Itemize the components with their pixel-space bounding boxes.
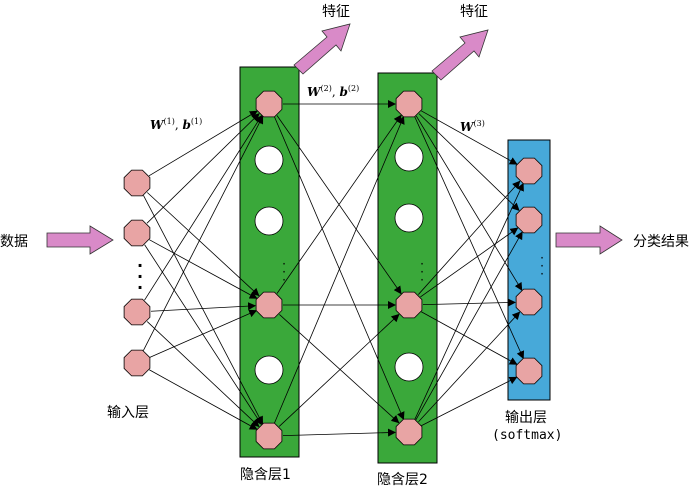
connection-line <box>422 298 517 307</box>
hidden1-active-neuron <box>255 422 283 450</box>
hidden1-ellipsis: · <box>282 265 286 279</box>
hidden2-ellipsis: · <box>420 257 424 271</box>
connection-line <box>149 239 258 299</box>
output-neuron <box>515 206 543 234</box>
output-layer-label: 输出层 <box>505 410 547 426</box>
connection-line <box>282 428 397 437</box>
hidden1-active-neuron <box>255 291 283 319</box>
hidden1-inactive-neuron <box>254 206 284 236</box>
connection-line <box>143 115 264 351</box>
input-ellipsis: . <box>137 263 143 282</box>
hidden2-ellipsis: · <box>420 265 424 279</box>
input-neuron <box>123 298 151 326</box>
hidden1-inactive-neuron <box>254 355 284 385</box>
feature-label-2: 特征 <box>460 4 488 20</box>
connection-line <box>144 244 262 426</box>
feature-arrow-1 <box>293 23 351 75</box>
hidden1-inactive-neuron <box>254 145 284 175</box>
connection-line <box>415 115 523 291</box>
neurons <box>123 90 543 450</box>
hidden2-ellipsis: · <box>420 273 424 287</box>
connection-line <box>148 110 258 177</box>
output-ellipsis: · <box>540 267 544 281</box>
connection-line <box>415 231 523 421</box>
weight-label-2: W(2), b(2) <box>307 84 359 99</box>
connection-line <box>143 195 263 425</box>
connection-line <box>418 311 521 422</box>
hidden1-active-neuron <box>255 90 283 118</box>
connection-line <box>147 192 260 297</box>
input-ellipsis: . <box>137 252 143 271</box>
hidden1-ellipsis: · <box>282 273 286 287</box>
connection-line <box>276 114 402 294</box>
connection-line <box>421 376 518 427</box>
feature-arrow-2 <box>431 29 489 81</box>
connection-line <box>274 115 405 424</box>
hidden1-ellipsis: · <box>282 257 286 271</box>
hidden2-active-neuron <box>395 291 423 319</box>
connection-line <box>146 321 260 428</box>
classification-output-arrow <box>555 225 623 255</box>
hidden2-inactive-neuron <box>394 203 424 233</box>
classification-result-label: 分类结果 <box>633 234 689 250</box>
connections <box>143 100 525 437</box>
hidden-layer-1-box <box>239 66 300 458</box>
connection-line <box>279 314 400 424</box>
hidden2-active-neuron <box>395 418 423 446</box>
connection-line <box>274 116 405 421</box>
connection-line <box>149 369 258 430</box>
feature-label-1: 特征 <box>322 4 350 20</box>
connection-line <box>421 110 518 165</box>
input-neuron <box>123 169 151 197</box>
input-neuron <box>123 219 151 247</box>
output-neuron <box>515 288 543 316</box>
hidden-layer-1-label: 隐含层1 <box>240 467 291 483</box>
output-ellipsis: · <box>540 251 544 265</box>
hidden-layer-2-box <box>377 72 438 464</box>
connection-line <box>414 182 524 420</box>
data-input-arrow <box>46 225 114 255</box>
weight-label-3: W(3) <box>460 119 485 134</box>
output-ellipsis: · <box>540 259 544 273</box>
connection-line <box>149 309 258 358</box>
hidden2-inactive-neuron <box>394 352 424 382</box>
connection-line <box>420 227 519 298</box>
data-input-label: 数据 <box>0 234 28 250</box>
connection-line <box>418 113 520 211</box>
hidden-layer-2-label: 隐含层2 <box>377 472 428 488</box>
connection-line <box>418 180 521 295</box>
connection-line <box>146 113 260 224</box>
input-layer-label: 输入层 <box>107 405 149 421</box>
weight-label-1: W(1), b(1) <box>150 117 202 132</box>
connection-line <box>278 313 400 427</box>
output-neuron <box>515 157 543 185</box>
connection-line <box>421 311 518 365</box>
output-neuron <box>515 357 543 385</box>
input-ellipsis: . <box>137 274 143 293</box>
hidden2-active-neuron <box>395 90 423 118</box>
output-layer-softmax-label: (softmax) <box>492 428 562 443</box>
connection-line <box>144 114 263 301</box>
connection-line <box>150 302 257 312</box>
input-neuron <box>123 349 151 377</box>
hidden2-inactive-neuron <box>394 142 424 172</box>
